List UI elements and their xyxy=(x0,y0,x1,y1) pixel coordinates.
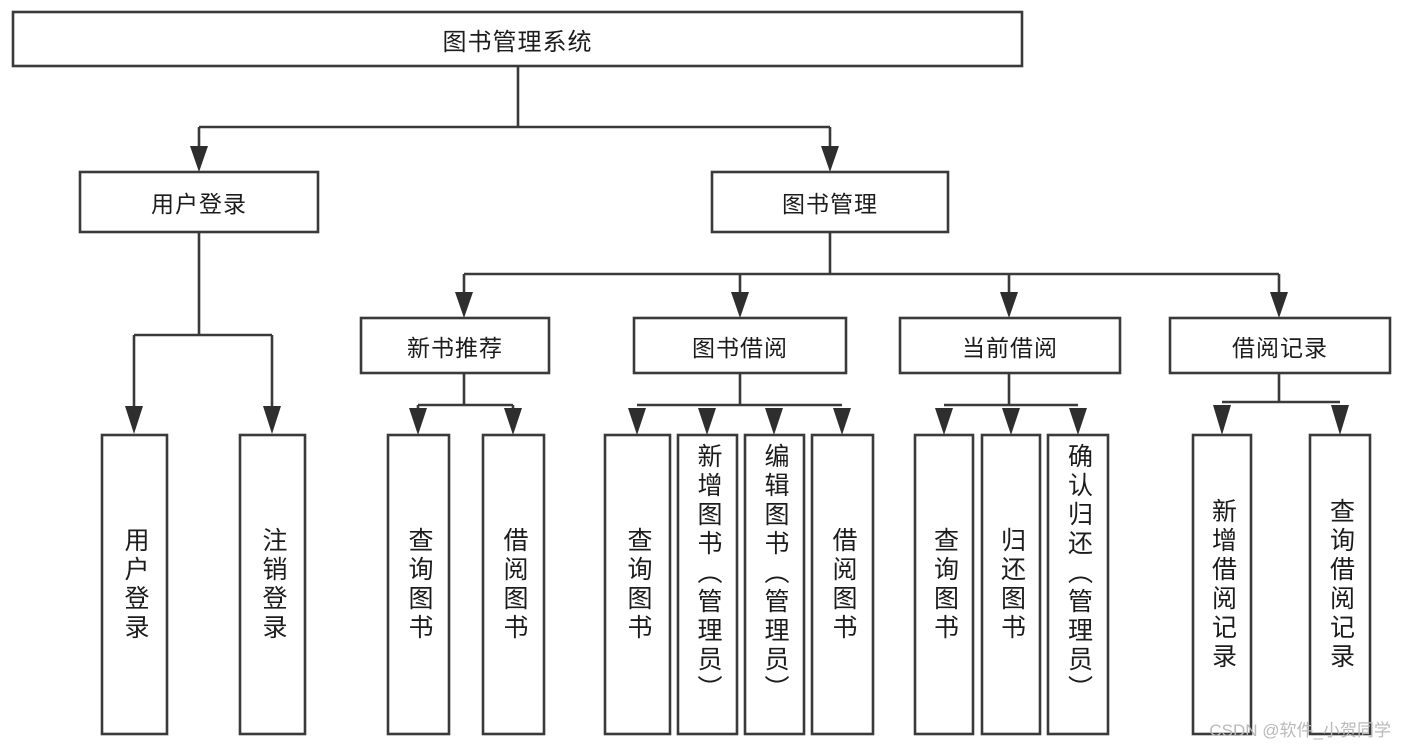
node-leaf-user-login-box[interactable] xyxy=(100,433,169,736)
node-leaf-borrow-add-box[interactable] xyxy=(676,433,739,736)
connector-group-user-login xyxy=(125,232,281,434)
node-leaf-current-confirm-box[interactable] xyxy=(1046,433,1110,736)
connector-group-borrow xyxy=(628,373,851,435)
arrow-current-leaf-3 xyxy=(1069,408,1087,435)
arrow-new-leaf-1 xyxy=(409,408,427,435)
node-record-box[interactable] xyxy=(1168,316,1392,375)
node-leaf-new-query-box[interactable] xyxy=(386,433,451,736)
arrow-books-to-record xyxy=(1270,292,1288,318)
node-current-box[interactable] xyxy=(898,316,1122,375)
node-leaf-logout-box[interactable] xyxy=(238,433,307,736)
arrow-borrow-leaf-1 xyxy=(628,408,646,435)
node-leaf-borrow-query-box[interactable] xyxy=(603,433,672,736)
arrow-borrow-leaf-2 xyxy=(698,408,716,435)
node-leaf-record-query-box[interactable] xyxy=(1308,433,1372,736)
arrow-current-leaf-2 xyxy=(1002,408,1020,435)
arrow-books-to-borrow xyxy=(731,292,749,318)
arrow-borrow-leaf-3 xyxy=(765,408,783,435)
node-leaf-new-borrow-box[interactable] xyxy=(481,433,546,736)
node-root-box[interactable] xyxy=(11,10,1024,68)
arrow-login-leaf-1 xyxy=(125,406,143,434)
arrow-new-leaf-2 xyxy=(504,408,522,435)
node-borrow-box[interactable] xyxy=(632,316,848,375)
arrow-root-to-login xyxy=(190,146,208,172)
connector-group-new-book xyxy=(409,373,522,435)
arrow-borrow-leaf-4 xyxy=(833,408,851,435)
arrow-root-to-books xyxy=(821,146,839,172)
node-leaf-current-query-box[interactable] xyxy=(913,433,975,736)
connector-group-current xyxy=(935,373,1087,435)
connector-group-root xyxy=(190,66,839,172)
node-user-login-box[interactable] xyxy=(78,170,320,234)
arrow-current-leaf-1 xyxy=(935,408,953,435)
arrow-login-leaf-2 xyxy=(263,406,281,434)
connector-group-record xyxy=(1213,373,1349,435)
connector-group-book-mgmt xyxy=(455,232,1288,318)
node-leaf-borrow-lend-box[interactable] xyxy=(810,433,875,736)
node-leaf-record-add-box[interactable] xyxy=(1191,433,1253,736)
arrow-books-to-new xyxy=(455,292,473,318)
node-leaf-current-return-box[interactable] xyxy=(980,433,1042,736)
arrow-books-to-current xyxy=(1000,292,1018,318)
node-new-book-box[interactable] xyxy=(359,316,551,375)
node-book-mgmt-box[interactable] xyxy=(710,170,950,234)
node-leaf-borrow-edit-box[interactable] xyxy=(743,433,806,736)
arrow-record-leaf-1 xyxy=(1213,405,1231,435)
arrow-record-leaf-2 xyxy=(1331,405,1349,435)
